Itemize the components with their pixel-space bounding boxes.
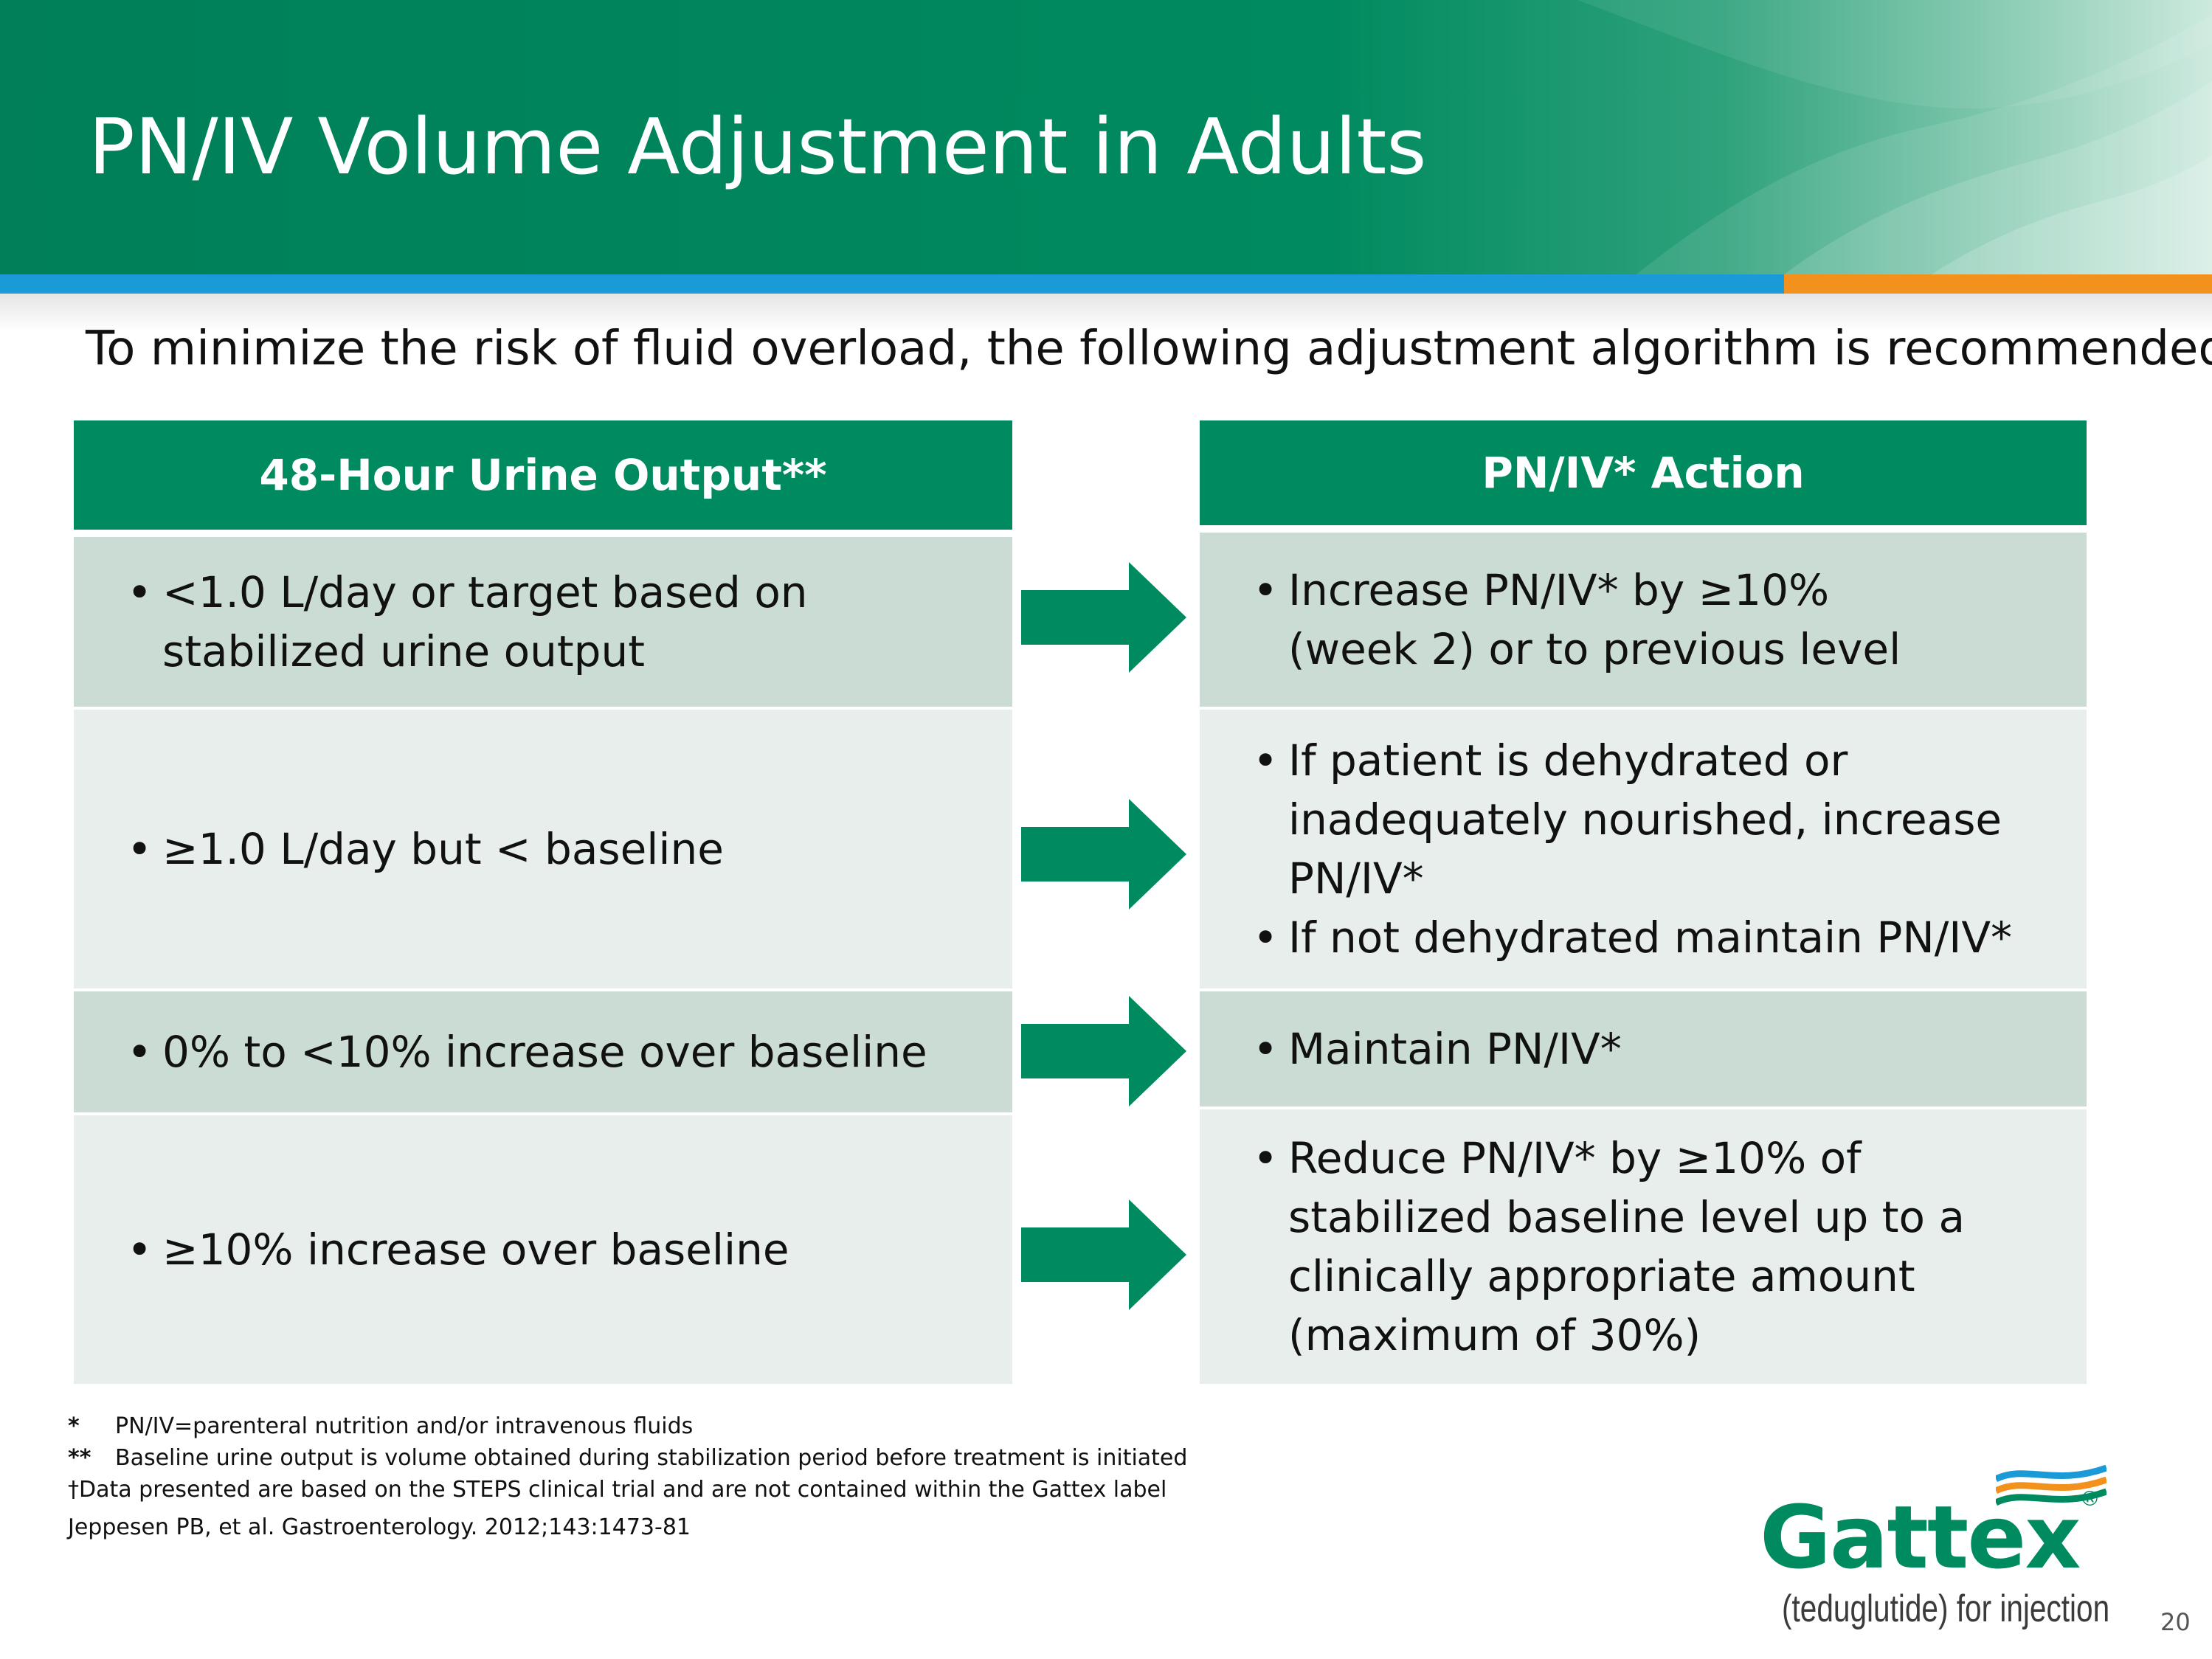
- action-row-3: •Maintain PN/IV*: [1200, 991, 2087, 1106]
- urine-output-row-1: •<1.0 L/day or target based on stabilize…: [74, 537, 1012, 707]
- logo-wordmark: Gattex®: [1760, 1486, 2100, 1588]
- orange-accent-band: [1784, 274, 2212, 294]
- footnote: †Data presented are based on the STEPS c…: [68, 1477, 1167, 1503]
- urine-output-row-3: •0% to <10% increase over baseline: [74, 991, 1012, 1112]
- reference-citation: Jeppesen PB, et al. Gastroenterology. 20…: [68, 1514, 691, 1540]
- slide-title: PN/IV Volume Adjustment in Adults: [89, 102, 1427, 192]
- footnote: **Baseline urine output is volume obtain…: [68, 1445, 1188, 1471]
- slide-subtitle: To minimize the risk of fluid overload, …: [86, 322, 2212, 376]
- gattex-logo: Gattex® (teduglutide) for injection: [1760, 1457, 2110, 1634]
- footnotes: *PN/IV=parenteral nutrition and/or intra…: [68, 1410, 1187, 1543]
- right-arrow-icon: [1021, 799, 1186, 910]
- page-number: 20: [2160, 1608, 2191, 1636]
- footnote: *PN/IV=parenteral nutrition and/or intra…: [68, 1413, 694, 1439]
- action-row-1: •Increase PN/IV* by ≥10% (week 2) or to …: [1200, 533, 2087, 707]
- right-arrow-icon: [1021, 996, 1186, 1106]
- urine-output-row-4: •≥10% increase over baseline: [74, 1115, 1012, 1384]
- right-column-header: PN/IV* Action: [1200, 420, 2087, 525]
- logo-tagline: (teduglutide) for injection: [1782, 1587, 2110, 1630]
- band-shadow: [0, 294, 2212, 332]
- right-arrow-icon: [1021, 562, 1186, 673]
- right-arrow-icon: [1021, 1199, 1186, 1310]
- urine-output-row-2: •≥1.0 L/day but < baseline: [74, 710, 1012, 988]
- header-banner: PN/IV Volume Adjustment in Adults: [0, 0, 2212, 274]
- logo-waves-icon: [1996, 1464, 2106, 1506]
- decorative-waves-icon: [1577, 0, 2212, 274]
- action-row-2: •If patient is dehydrated or inadequatel…: [1200, 710, 2087, 988]
- left-column-header: 48-Hour Urine Output**: [74, 420, 1012, 530]
- blue-accent-band: [0, 274, 1784, 294]
- action-row-4: •Reduce PN/IV* by ≥10% of stabilized bas…: [1200, 1109, 2087, 1384]
